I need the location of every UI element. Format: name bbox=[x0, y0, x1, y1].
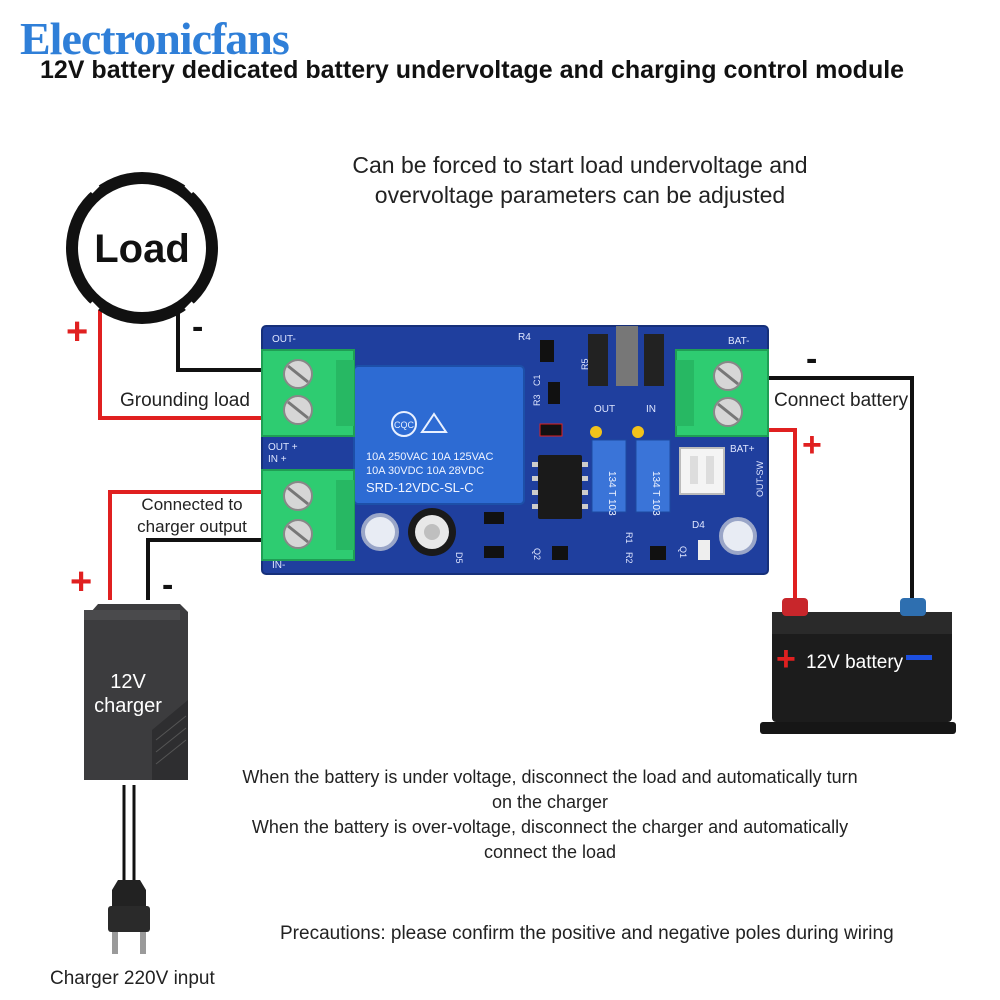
smd-diode-1 bbox=[539, 423, 563, 437]
charger-output-label: Connected to charger output bbox=[122, 494, 262, 538]
page-title: 12V battery dedicated battery undervolta… bbox=[40, 56, 905, 84]
load-positive-wire bbox=[98, 305, 268, 420]
charger-plus-sign: + bbox=[70, 561, 92, 603]
battery-12v: + 12V battery bbox=[760, 598, 956, 734]
charger-output-line-1: Connected to bbox=[141, 495, 243, 514]
smd-transistor-2 bbox=[650, 546, 666, 560]
silk-c1: C1 bbox=[532, 374, 542, 386]
silk-out-plus: OUT + bbox=[268, 442, 298, 453]
relay-cert: CQC bbox=[394, 420, 415, 430]
battery-minus-sign bbox=[906, 655, 932, 660]
silk-in-minus: IN- bbox=[272, 560, 285, 571]
charger-negative-wire bbox=[146, 538, 268, 600]
description-line-3: When the battery is over-voltage, discon… bbox=[251, 817, 849, 837]
relay-model: SRD-12VDC-SL-C bbox=[366, 480, 474, 495]
pot1-label: 134 T 103 bbox=[606, 471, 617, 516]
battery-positive-terminal bbox=[782, 598, 808, 616]
silk-d4: D4 bbox=[692, 520, 705, 531]
mounting-hole-left bbox=[361, 513, 399, 551]
precautions-note: Precautions: please confirm the positive… bbox=[280, 923, 894, 944]
charger-input-label: Charger 220V input bbox=[50, 968, 215, 989]
silk-jumper-in: IN bbox=[646, 404, 656, 415]
silk-out-minus: OUT- bbox=[272, 334, 296, 345]
potentiometer-2: 134 T 103 bbox=[632, 426, 671, 516]
charger-label-2: charger bbox=[94, 695, 162, 717]
silk-out-sw: OUT-SW bbox=[755, 460, 765, 497]
load-plus-sign: + bbox=[66, 311, 88, 353]
charger-label-1: 12V bbox=[110, 671, 146, 693]
pot2-label: 134 T 103 bbox=[650, 471, 661, 516]
smd-diode-2 bbox=[484, 512, 504, 524]
grounding-load-label: Grounding load bbox=[120, 390, 250, 411]
terminal-block-charger-input bbox=[261, 469, 355, 561]
silk-jumper-out: OUT bbox=[594, 404, 615, 415]
silk-q2: Q2 bbox=[532, 548, 542, 560]
behavior-description: When the battery is under voltage, disco… bbox=[160, 765, 940, 865]
smd-transistor-1 bbox=[552, 546, 568, 560]
terminal-block-battery bbox=[675, 349, 769, 437]
load-minus-sign: - bbox=[192, 308, 203, 346]
out-sw-connector bbox=[679, 447, 725, 495]
silk-q1: Q1 bbox=[678, 546, 688, 558]
silk-r1: R1 bbox=[624, 532, 634, 544]
ic-chip bbox=[532, 455, 588, 519]
subtitle-line-2: overvoltage parameters can be adjusted bbox=[374, 182, 786, 208]
silk-r3: R3 bbox=[532, 394, 542, 406]
relay: CQC 10A 250VAC 10A 125VAC 10A 30VDC 10A … bbox=[353, 365, 525, 505]
charger-positive-wire bbox=[108, 490, 268, 600]
relay-rating-2: 10A 30VDC 10A 28VDC bbox=[366, 465, 484, 477]
silk-r4: R4 bbox=[518, 332, 531, 343]
smd-led bbox=[698, 540, 710, 560]
control-module-board: OUT- OUT + IN + IN- BAT- BAT+ OUT-SW R4 … bbox=[261, 325, 769, 575]
charger-body: 12V charger bbox=[84, 604, 188, 780]
description-line-1: When the battery is under voltage, disco… bbox=[242, 767, 858, 787]
relay-rating-1: 10A 250VAC 10A 125VAC bbox=[366, 451, 493, 463]
battery-plus-sign: + bbox=[776, 640, 796, 678]
smd-diode-3 bbox=[484, 546, 504, 558]
load-negative-wire bbox=[176, 305, 268, 372]
description-line-4: connect the load bbox=[483, 842, 617, 862]
connect-battery-label: Connect battery bbox=[774, 390, 909, 411]
silk-d5: D5 bbox=[454, 552, 464, 564]
power-plug bbox=[108, 880, 150, 954]
load-symbol: Load bbox=[66, 172, 218, 324]
description-line-2: on the charger bbox=[491, 792, 609, 812]
mounting-hole-right bbox=[719, 517, 757, 555]
silk-r5: R5 bbox=[580, 358, 590, 370]
electrolytic-capacitor bbox=[408, 508, 456, 556]
battery-positive-wire bbox=[768, 428, 797, 600]
battery-wire-minus-sign: - bbox=[806, 340, 817, 378]
load-label: Load bbox=[94, 227, 190, 271]
terminal-block-load-output bbox=[261, 349, 355, 437]
battery-wire-plus-sign: + bbox=[802, 426, 822, 464]
silk-bat-plus: BAT+ bbox=[730, 444, 755, 455]
feature-subtitle: Can be forced to start load undervoltage… bbox=[300, 150, 860, 210]
smd-resistor-1 bbox=[540, 340, 554, 362]
subtitle-line-1: Can be forced to start load undervoltage… bbox=[352, 152, 808, 178]
smd-resistor-2 bbox=[548, 382, 560, 404]
brand-logo: Electronicfans bbox=[20, 13, 290, 64]
charger-output-line-2: charger output bbox=[137, 517, 247, 536]
silk-in-plus: IN + bbox=[268, 454, 287, 465]
silk-r2: R2 bbox=[624, 552, 634, 564]
battery-negative-terminal bbox=[900, 598, 926, 616]
battery-negative-wire bbox=[768, 376, 914, 600]
battery-label: 12V battery bbox=[806, 652, 904, 673]
potentiometer-1: 134 T 103 bbox=[590, 426, 627, 516]
silk-bat-minus: BAT- bbox=[728, 336, 749, 347]
jumper-headers bbox=[588, 326, 664, 386]
charger-minus-sign: - bbox=[162, 566, 173, 604]
